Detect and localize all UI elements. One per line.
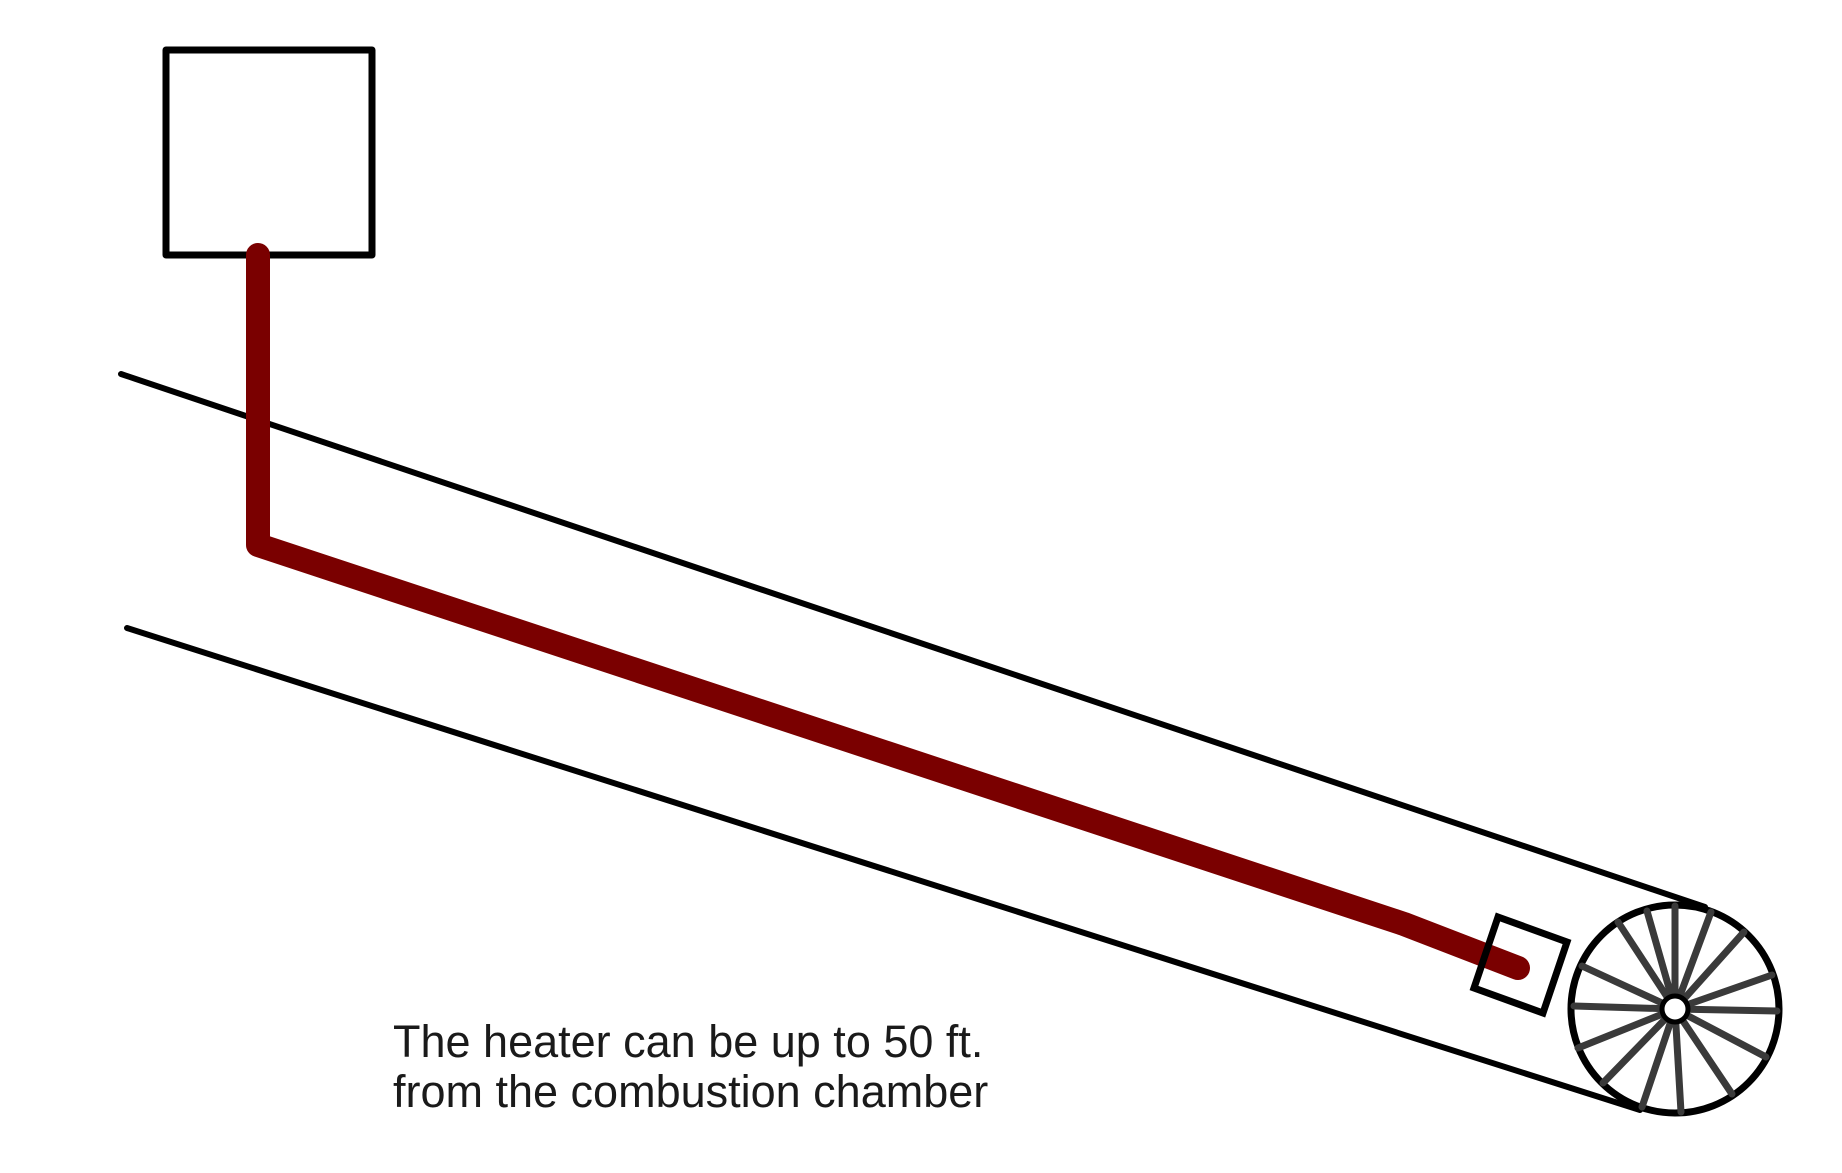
coupling-box [1469, 912, 1572, 1018]
duct-lower-wall [124, 625, 1643, 1113]
heat-pipe [246, 243, 1530, 980]
fan-wheel-spokes [1570, 902, 1781, 1116]
caption-line-2: from the combustion chamber [393, 1066, 989, 1117]
diagram-caption: The heater can be up to 50 ft. from the … [393, 1017, 988, 1117]
duct-upper-wall [118, 371, 1708, 910]
caption-line-1: The heater can be up to 50 ft. [393, 1016, 984, 1067]
heater-box [162, 46, 376, 259]
fan-wheel-hub [1659, 993, 1691, 1025]
fan-wheel-icon [1567, 901, 1783, 1117]
